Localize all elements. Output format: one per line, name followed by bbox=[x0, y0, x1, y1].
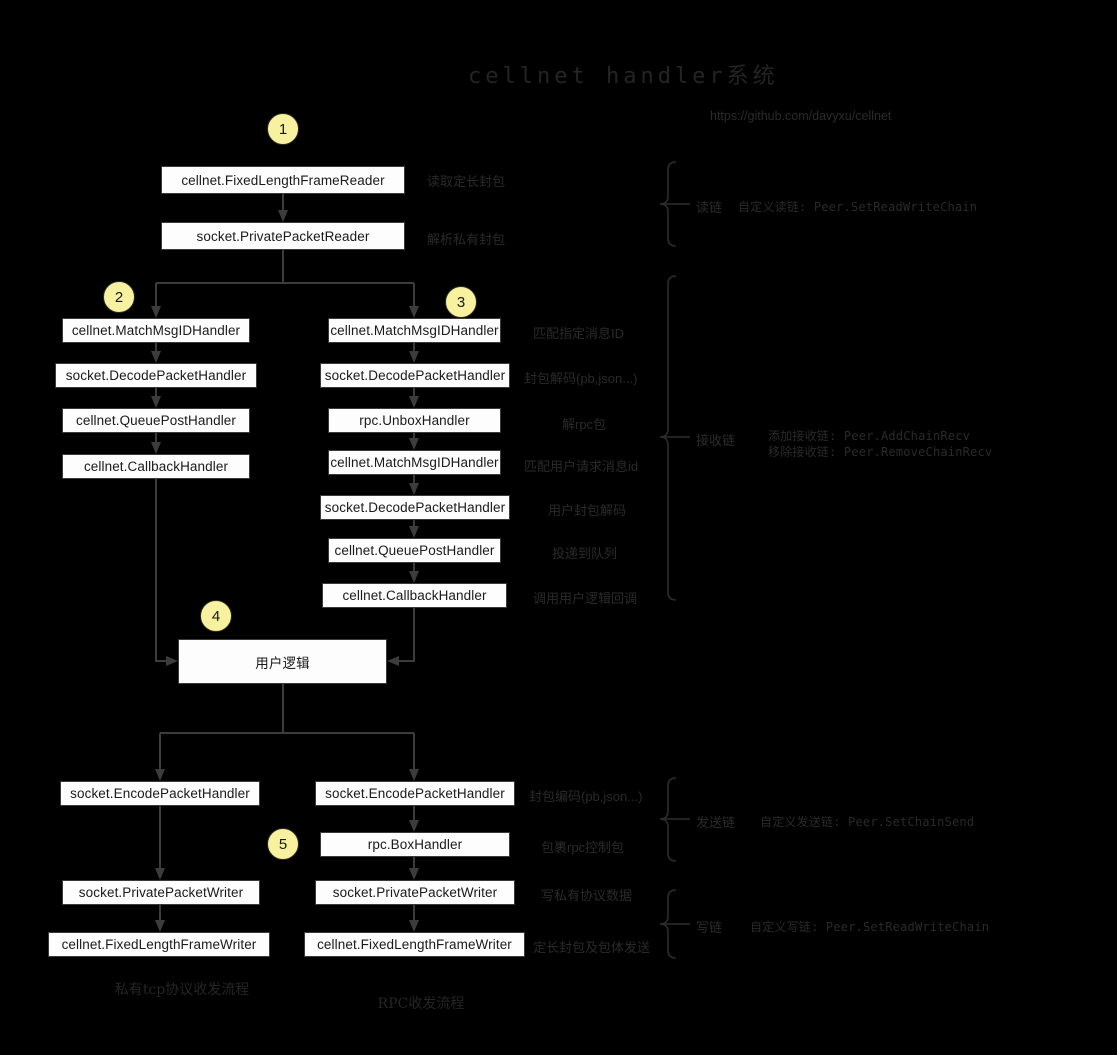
step-badge-3: 3 bbox=[445, 286, 477, 318]
page-title: cellnet handler系统 bbox=[468, 64, 779, 89]
note-wrap-rpc-control: 包裹rpc控制包 bbox=[541, 840, 625, 855]
caption-rpc-flow: RPC收发流程 bbox=[377, 996, 465, 1012]
node-private-packet-reader[interactable]: socket.PrivatePacketReader bbox=[161, 222, 405, 250]
step-badge-2: 2 bbox=[103, 281, 135, 313]
note-read-fixed-packet: 读取定长封包 bbox=[427, 174, 506, 189]
label-send-chain: 发送链 bbox=[696, 815, 736, 830]
note-match-msgid: 匹配指定消息ID bbox=[533, 326, 625, 341]
label-recv-chain: 接收链 bbox=[696, 433, 736, 448]
node-rpc-fixed-length-frame-writer[interactable]: cellnet.FixedLengthFrameWriter bbox=[304, 932, 525, 957]
note-packet-decode: 封包解码(pb,json...) bbox=[524, 371, 638, 386]
node-rpc-encode-packet[interactable]: socket.EncodePacketHandler bbox=[315, 781, 515, 806]
node-rpc-private-packet-writer[interactable]: socket.PrivatePacketWriter bbox=[315, 880, 515, 905]
repo-url[interactable]: https://github.com/davyxu/cellnet bbox=[710, 109, 892, 123]
note-packet-encode: 封包编码(pb,json...) bbox=[529, 789, 643, 804]
note-user-packet-decode: 用户封包解码 bbox=[548, 503, 627, 518]
node-left-queue-post[interactable]: cellnet.QueuePostHandler bbox=[62, 408, 250, 433]
step-badge-1: 1 bbox=[267, 113, 299, 145]
caption-private-tcp-flow: 私有tcp协议收发流程 bbox=[114, 982, 250, 998]
node-rpc-callback[interactable]: cellnet.CallbackHandler bbox=[322, 583, 507, 608]
note-post-to-queue: 投递到队列 bbox=[552, 546, 618, 561]
node-fixed-length-frame-reader[interactable]: cellnet.FixedLengthFrameReader bbox=[161, 166, 405, 194]
note-write-private-protocol: 写私有协议数据 bbox=[541, 888, 633, 903]
note-parse-private-packet: 解析私有封包 bbox=[427, 232, 506, 247]
node-left-fixed-length-frame-writer[interactable]: cellnet.FixedLengthFrameWriter bbox=[48, 932, 270, 957]
desc-remove-chain-recv: 移除接收链: Peer.RemoveChainRecv bbox=[768, 445, 993, 459]
node-left-decode-packet[interactable]: socket.DecodePacketHandler bbox=[55, 363, 257, 388]
desc-write-chain: 自定义写链: Peer.SetReadWriteChain bbox=[750, 920, 990, 934]
desc-add-chain-recv: 添加接收链: Peer.AddChainRecv bbox=[768, 429, 971, 443]
step-badge-5: 5 bbox=[267, 828, 299, 860]
node-rpc-match-msgid-2[interactable]: cellnet.MatchMsgIDHandler bbox=[328, 450, 501, 475]
node-rpc-decode-packet-2[interactable]: socket.DecodePacketHandler bbox=[320, 495, 510, 520]
node-user-logic[interactable]: 用户逻辑 bbox=[178, 639, 387, 684]
label-write-chain: 写链 bbox=[696, 920, 723, 935]
step-badge-4: 4 bbox=[200, 600, 232, 632]
node-left-callback[interactable]: cellnet.CallbackHandler bbox=[62, 454, 250, 479]
desc-send-chain: 自定义发送链: Peer.SetChainSend bbox=[760, 815, 975, 829]
node-rpc-queue-post[interactable]: cellnet.QueuePostHandler bbox=[328, 538, 501, 563]
node-rpc-decode-packet-1[interactable]: socket.DecodePacketHandler bbox=[320, 363, 510, 388]
node-rpc-unbox[interactable]: rpc.UnboxHandler bbox=[328, 408, 501, 433]
note-match-user-request-id: 匹配用户请求消息id bbox=[524, 459, 639, 474]
node-left-match-msgid[interactable]: cellnet.MatchMsgIDHandler bbox=[62, 318, 250, 343]
note-fixed-packet-send: 定长封包及包体发送 bbox=[533, 940, 651, 955]
node-rpc-match-msgid-1[interactable]: cellnet.MatchMsgIDHandler bbox=[328, 318, 501, 343]
node-rpc-box-handler[interactable]: rpc.BoxHandler bbox=[320, 832, 510, 857]
desc-read-chain: 自定义读链: Peer.SetReadWriteChain bbox=[738, 200, 978, 214]
note-unbox-rpc: 解rpc包 bbox=[562, 417, 607, 432]
node-left-encode-packet[interactable]: socket.EncodePacketHandler bbox=[60, 781, 260, 806]
node-left-private-packet-writer[interactable]: socket.PrivatePacketWriter bbox=[62, 880, 260, 905]
note-invoke-user-callback: 调用用户逻辑回调 bbox=[533, 591, 638, 606]
label-read-chain: 读链 bbox=[696, 200, 723, 215]
